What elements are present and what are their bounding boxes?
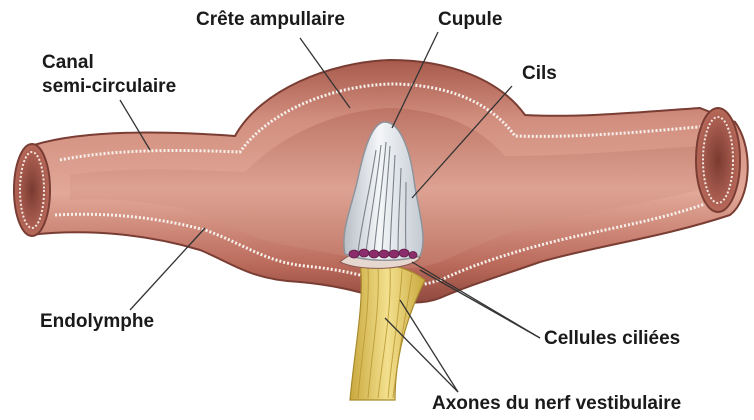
label-canal-line2: semi-circulaire xyxy=(42,76,176,98)
label-crete-ampullaire: Crête ampullaire xyxy=(196,9,345,31)
label-cils: Cils xyxy=(522,63,557,85)
label-cellules-ciliees: Cellules ciliées xyxy=(544,328,680,350)
label-endolymphe: Endolymphe xyxy=(40,311,154,333)
label-canal-line1: Canal xyxy=(42,52,94,74)
leader-axones-2 xyxy=(400,300,458,392)
label-cupule: Cupule xyxy=(438,9,502,31)
vestibular-nerve xyxy=(350,262,425,400)
label-axones: Axones du nerf vestibulaire xyxy=(432,393,681,415)
